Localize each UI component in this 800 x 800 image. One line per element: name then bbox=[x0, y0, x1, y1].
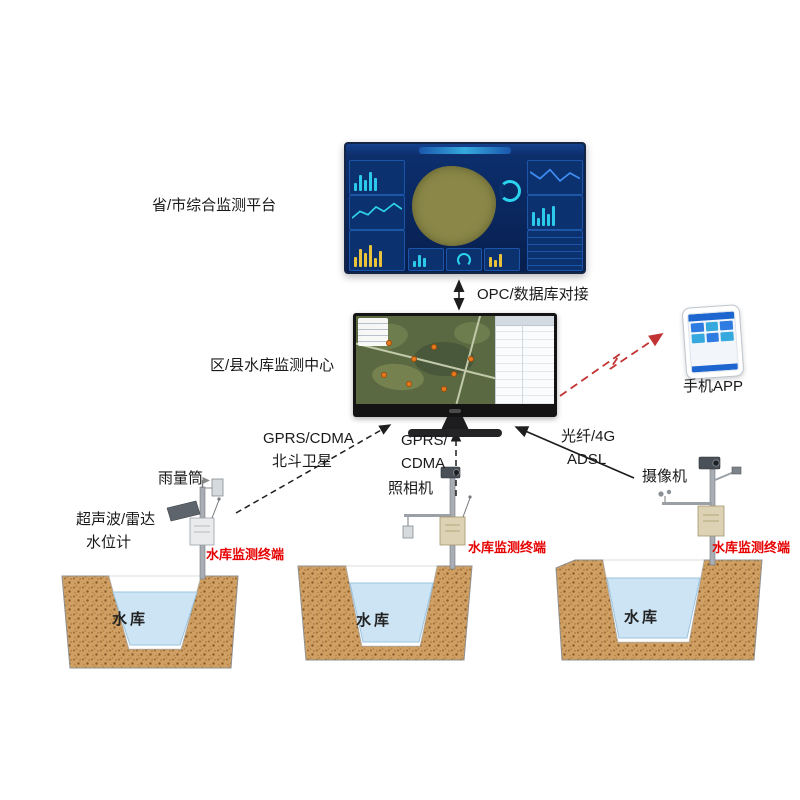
provincial-platform-dashboard bbox=[344, 142, 586, 274]
rain-gauge-cylinder bbox=[211, 478, 224, 497]
crossarm bbox=[404, 514, 452, 517]
station-right bbox=[658, 456, 742, 566]
monitor-map-legend bbox=[358, 318, 388, 346]
instrument-box bbox=[731, 466, 742, 475]
monitor-table-header bbox=[496, 316, 554, 326]
sensor-box bbox=[402, 525, 414, 539]
water-meter-label-2: 水位计 bbox=[86, 534, 132, 551]
anemometer-icon bbox=[658, 491, 664, 497]
reservoir-middle bbox=[297, 565, 473, 661]
left-link-label-1: GPRS/CDMA bbox=[263, 430, 354, 447]
mobile-phone bbox=[681, 304, 745, 380]
dashboard-panel-gauge bbox=[446, 248, 482, 271]
reservoir-label-middle: 水库 bbox=[356, 612, 393, 629]
terminal-label-right: 水库监测终端 bbox=[712, 540, 791, 555]
monitor-screen bbox=[356, 316, 554, 404]
right-link-label-2: ADSL bbox=[567, 451, 607, 468]
dashboard-panel-bars bbox=[349, 230, 405, 271]
terminal-box-right bbox=[697, 505, 725, 537]
arrow-right-uplink bbox=[514, 426, 635, 479]
dashboard-gauge bbox=[499, 180, 521, 202]
wind-vane-icon bbox=[202, 477, 210, 484]
dashboard-title-bar bbox=[346, 144, 584, 157]
middle-link-label-2: CDMA bbox=[401, 455, 446, 472]
center-label: 区/县水库监测中心 bbox=[210, 357, 335, 374]
phone-screen bbox=[686, 310, 740, 374]
rain-gauge-label: 雨量筒 bbox=[158, 470, 204, 487]
station-middle bbox=[402, 466, 472, 570]
dashboard-panel-list bbox=[527, 230, 583, 271]
antenna-icon bbox=[462, 497, 471, 518]
monitor-stand-base bbox=[408, 429, 502, 437]
dashboard-panel-line bbox=[349, 195, 405, 230]
monitor-stand-neck bbox=[441, 417, 469, 430]
phone-app-tiles bbox=[689, 318, 737, 345]
dashboard-map bbox=[412, 166, 496, 246]
monitor-data-panel bbox=[495, 316, 554, 404]
phone-app-navbar bbox=[691, 363, 738, 373]
middle-link-label-1: GPRS/ bbox=[401, 432, 448, 449]
reservoir-label-right: 水库 bbox=[624, 609, 661, 626]
terminal-label-middle: 水库监测终端 bbox=[468, 540, 547, 555]
monitor-logo bbox=[449, 409, 461, 413]
terminal-label-left: 水库监测终端 bbox=[206, 547, 285, 562]
antenna-icon bbox=[211, 499, 220, 519]
dashboard-panel-bars bbox=[527, 195, 583, 230]
platform-label: 省/市综合监测平台 bbox=[152, 197, 277, 214]
reservoir-right bbox=[555, 559, 763, 661]
dashboard-panel-bars bbox=[349, 160, 405, 195]
dashboard-panel-bars bbox=[408, 248, 444, 271]
dashboard-panel-line bbox=[527, 160, 583, 195]
dashboard-title-glow bbox=[419, 147, 511, 154]
left-link-label-2: 北斗卫星 bbox=[272, 453, 333, 470]
county-center-monitor bbox=[353, 313, 557, 417]
crossarm bbox=[662, 502, 712, 505]
dashboard-panel-bars bbox=[484, 248, 520, 271]
station-left bbox=[166, 477, 224, 580]
water-meter-label-1: 超声波/雷达 bbox=[76, 511, 156, 528]
video-camera-label: 摄像机 bbox=[642, 468, 688, 485]
monitor-map bbox=[356, 316, 496, 404]
photo-camera-label: 照相机 bbox=[388, 480, 434, 497]
phone-app-label: 手机APP bbox=[682, 378, 743, 395]
reservoir-left bbox=[61, 575, 239, 669]
reservoir-label-left: 水库 bbox=[112, 611, 149, 628]
right-link-label-1: 光纤/4G bbox=[561, 428, 616, 445]
opc-link-label: OPC/数据库对接 bbox=[477, 286, 589, 303]
solar-panel bbox=[166, 500, 201, 522]
connection-arrows bbox=[235, 279, 664, 514]
arrow-phone-link bbox=[559, 332, 664, 397]
